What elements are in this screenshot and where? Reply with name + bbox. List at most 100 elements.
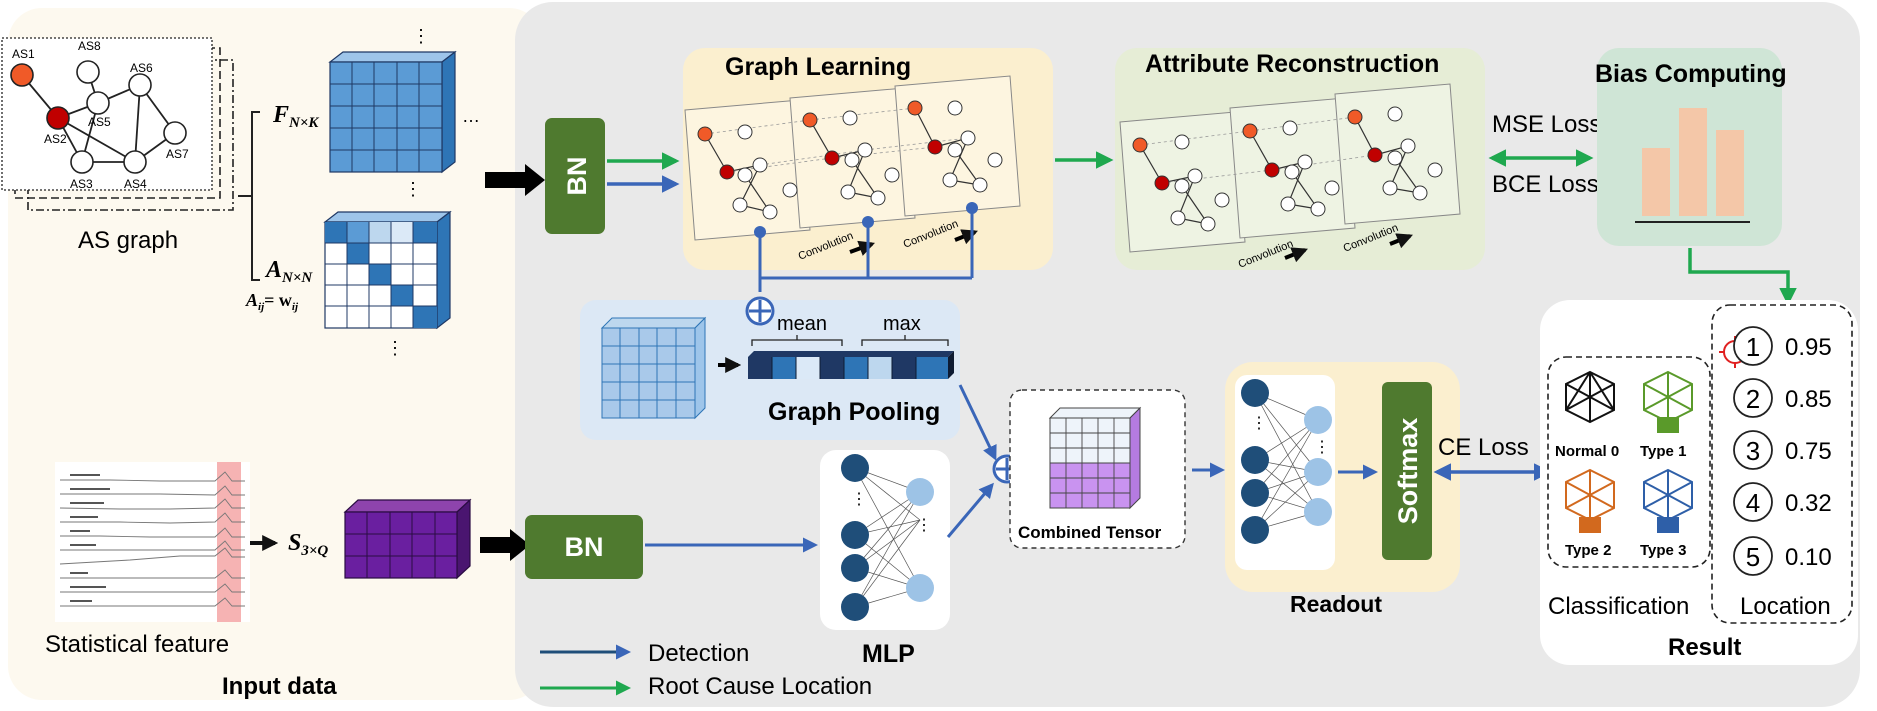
readout-dots-right: ⋮ [1314, 439, 1330, 456]
bn-top-block [545, 118, 605, 234]
result-panel [1540, 300, 1858, 665]
input-data-title: Input data [222, 673, 337, 700]
classification-box [1547, 356, 1711, 568]
node-as8 [76, 60, 100, 84]
class-label-type3: Type 3 [1640, 542, 1686, 559]
class-label-normal: Normal 0 [1555, 443, 1619, 460]
stat-feature-label: Statistical feature [45, 631, 229, 658]
bce-loss-label: BCE Loss [1492, 171, 1599, 198]
node-as4 [123, 150, 147, 174]
adjacency-matrix [323, 210, 452, 330]
s-symbol: S3×Q [288, 530, 328, 559]
label-as1: AS1 [12, 47, 35, 61]
f-vdots-top: ⋮ [412, 26, 430, 46]
graph-learning-title: Graph Learning [725, 53, 911, 81]
a-symbol: AN×N [264, 257, 313, 286]
class-label-type1: Type 1 [1640, 443, 1686, 460]
pooling-mean-label: mean [777, 313, 827, 335]
pooling-input-cube [600, 316, 707, 420]
class-type3-icon [1643, 468, 1693, 533]
class-normal-icon [1565, 370, 1615, 424]
node-as2 [46, 106, 70, 130]
mlp-to-sum-arrow [946, 482, 994, 538]
node-as5 [86, 91, 110, 115]
class-type1-icon [1643, 370, 1693, 433]
score-3: 0.75 [1785, 438, 1832, 465]
label-as3: AS3 [70, 177, 93, 191]
class-type2-icon [1565, 468, 1615, 533]
label-as6: AS6 [130, 61, 153, 75]
gl-sum-icon [745, 296, 775, 326]
mlp-dots-right: ⋮ [916, 517, 932, 534]
location-box [1711, 304, 1853, 624]
gl-to-pooling-connectors [758, 208, 974, 292]
bias-to-result-arrow [1688, 248, 1797, 306]
a-vdots: ⋮ [386, 338, 404, 358]
mlp-panel [820, 450, 950, 630]
rank-5: 5 [1746, 542, 1760, 572]
label-as5: AS5 [88, 115, 111, 129]
score-4: 0.32 [1785, 490, 1832, 517]
score-5: 0.10 [1785, 544, 1832, 571]
graph-pooling-title: Graph Pooling [768, 398, 940, 426]
bn-top-label: BN [562, 157, 592, 196]
class-label-type2: Type 2 [1565, 542, 1611, 559]
node-as3 [70, 150, 94, 174]
statistical-feature-plot [55, 462, 250, 622]
label-as4: AS4 [124, 177, 147, 191]
label-as8: AS8 [78, 39, 101, 53]
label-as7: AS7 [166, 147, 189, 161]
stat-feature-cube [343, 498, 472, 580]
graph-learning-layers [684, 75, 1021, 256]
node-as7 [163, 121, 187, 145]
input-brace [238, 111, 260, 281]
pooling-to-sum-arrow [958, 384, 997, 461]
f-symbol: FN×K [272, 102, 319, 131]
bias-bar-3 [1716, 130, 1744, 216]
softmax-block [1382, 382, 1432, 560]
rank-1: 1 [1746, 332, 1760, 362]
rank-badges [1733, 326, 1773, 576]
as-graph-label: AS graph [78, 227, 178, 254]
input-to-bn-top-arrow [485, 164, 545, 196]
ce-loss-label: CE Loss [1438, 434, 1529, 461]
f-vdots-bottom: ⋮ [404, 179, 422, 199]
combined-tensor-title: Combined Tensor [1018, 523, 1162, 542]
as-graph: AS1 AS2 AS3 AS4 AS5 AS6 AS7 AS8 [1, 37, 234, 211]
mlp-dots-left: ⋮ [851, 491, 867, 508]
bias-bar-1 [1642, 148, 1670, 216]
softmax-label: Softmax [1393, 418, 1423, 525]
mlp-network [841, 454, 934, 621]
score-2: 0.85 [1785, 386, 1832, 413]
node-as1 [10, 63, 34, 87]
a-formula: Aij= wij [245, 290, 299, 313]
label-as2: AS2 [44, 132, 67, 146]
readout-dots-left: ⋮ [1251, 415, 1267, 432]
mse-loss-label: MSE Loss [1492, 111, 1601, 138]
feature-matrix-cube [328, 50, 457, 174]
legend-detection-label: Detection [648, 640, 749, 667]
node-as6 [128, 73, 152, 97]
bias-computing-title: Bias Computing [1595, 60, 1787, 88]
classification-label: Classification [1548, 593, 1689, 620]
rank-4: 4 [1746, 488, 1760, 518]
readout-title: Readout [1290, 591, 1382, 617]
location-label: Location [1740, 593, 1831, 620]
pooling-vector [748, 335, 954, 379]
bn-bottom-label: BN [565, 532, 604, 562]
attribute-reconstruction-layers [1119, 83, 1461, 263]
input-to-bn-bottom-arrow [480, 529, 530, 561]
rank-3: 3 [1746, 436, 1760, 466]
combined-tensor-cube [1048, 406, 1142, 510]
attribute-reconstruction-title: Attribute Reconstruction [1145, 50, 1439, 78]
pooling-max-label: max [883, 313, 921, 335]
legend-root-cause-label: Root Cause Location [648, 673, 872, 700]
f-hdots: … [462, 106, 480, 126]
mlp-title: MLP [862, 640, 915, 668]
score-1: 0.95 [1785, 334, 1832, 361]
bias-bar-2 [1679, 108, 1707, 216]
readout-network [1241, 379, 1332, 544]
bn-bottom-block [525, 515, 643, 579]
result-title: Result [1668, 634, 1741, 661]
